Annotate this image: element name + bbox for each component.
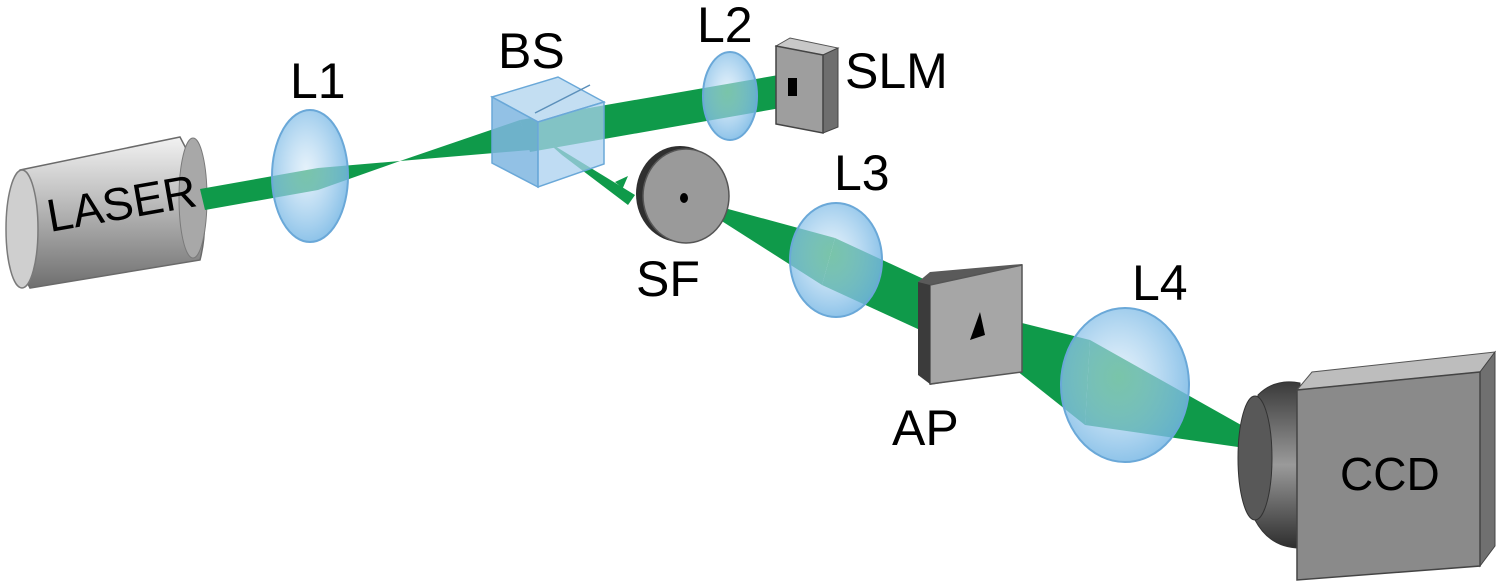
spatial-filter: SF [636,146,730,307]
l1-label: L1 [290,53,346,109]
laser-source: LASER [5,136,208,289]
ccd-label: CCD [1340,448,1440,500]
l3-label: L3 [834,145,890,201]
lens-l3: L3 [789,145,890,318]
beam-splitter: BS [490,23,606,189]
ccd-camera: CCD [1237,350,1497,581]
aperture-opening-icon [970,312,985,340]
lens-l1: L1 [271,53,349,243]
l2-label: L2 [697,0,753,53]
spatial-light-modulator: SLM [774,37,948,134]
slm-label: SLM [845,43,948,99]
ap-label: AP [892,400,959,456]
sf-label: SF [636,251,700,307]
bs-label: BS [498,23,565,79]
pinhole-icon [680,193,688,203]
l4-label: L4 [1132,255,1188,311]
lens-l4: L4 [1060,255,1190,463]
aperture: AP [892,264,1023,456]
slm-pixel-icon [788,78,797,96]
lens-l2: L2 [697,0,758,141]
